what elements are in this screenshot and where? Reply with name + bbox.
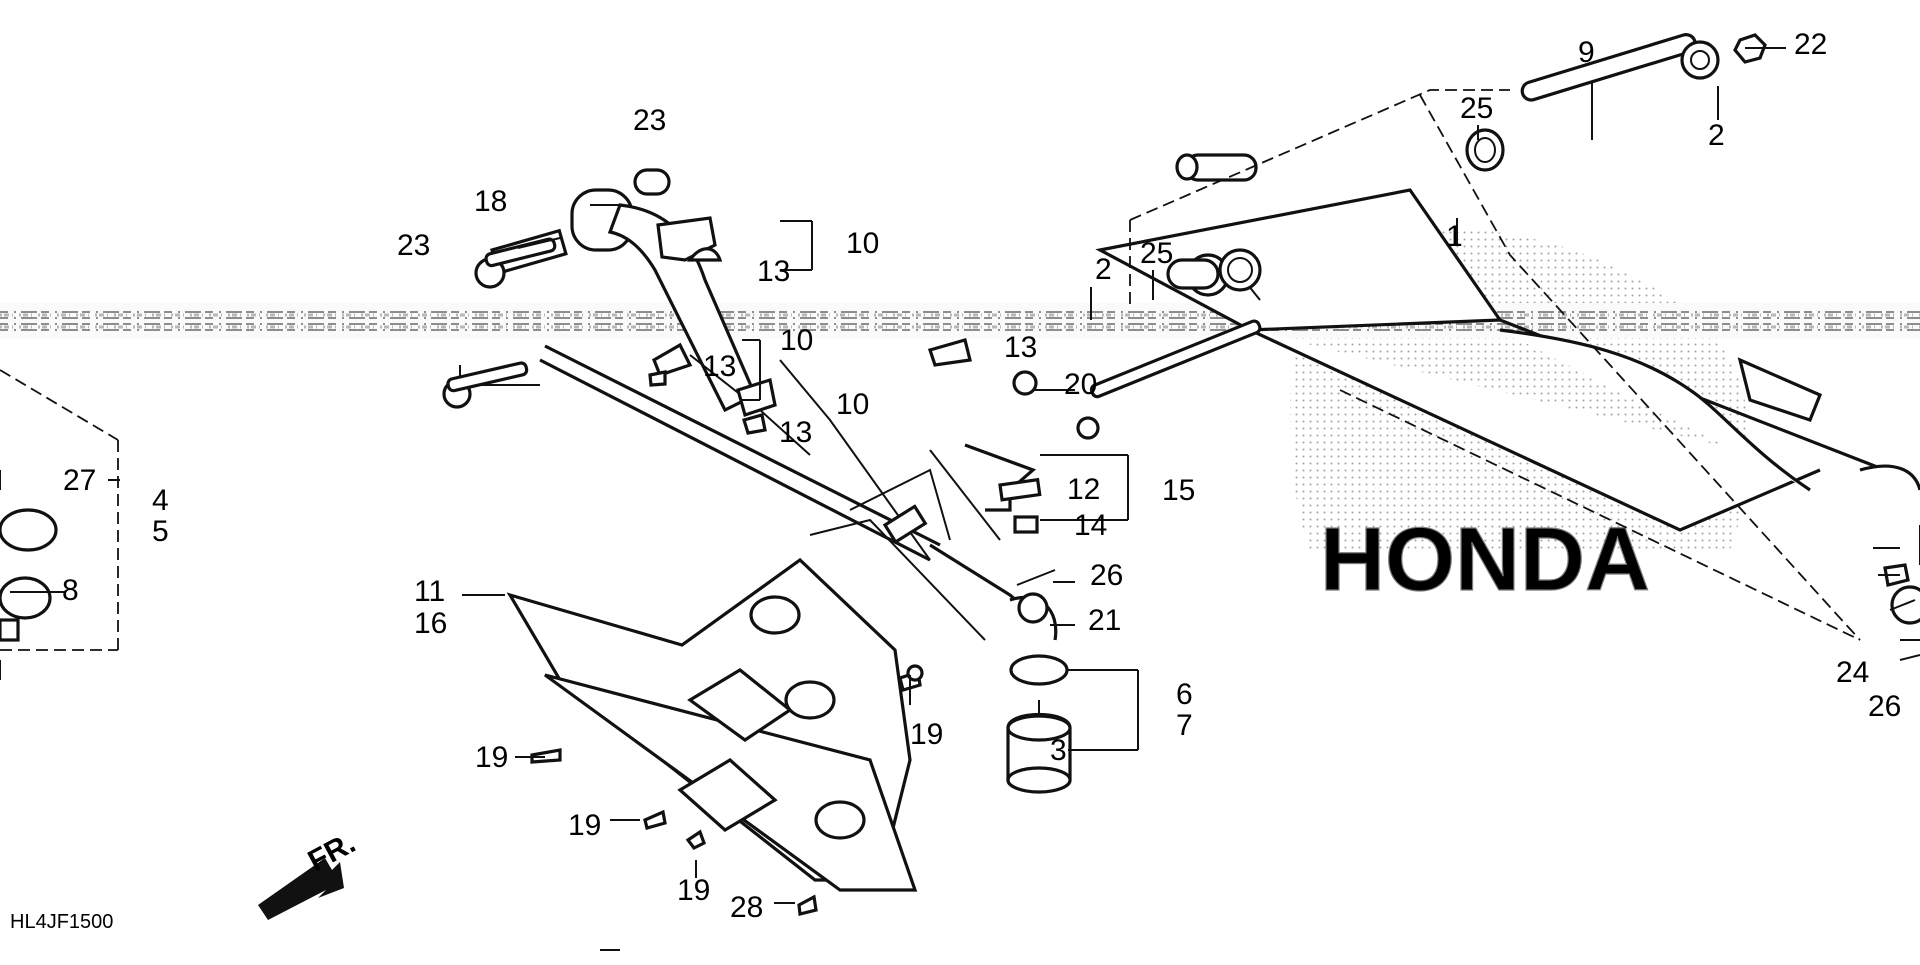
callout-23b: 23 [633,104,666,137]
front-direction-indicator: FR. [258,826,361,920]
callout-13d: 13 [1004,331,1037,364]
callout-26a: 26 [1090,559,1123,592]
callout-1: 1 [1446,220,1463,253]
callout-7: 7 [1176,709,1193,742]
callout-10a: 10 [846,227,879,260]
callout-23a: 23 [397,229,430,262]
callout-13b: 13 [703,350,736,383]
callout-10c: 10 [836,388,869,421]
callout-2a: 2 [1095,253,1112,286]
callout-20: 20 [1064,368,1097,401]
dashed-guides [0,89,1861,651]
callout-labels: 1 2 2 3 4 5 6 7 8 9 10 10 10 11 12 13 13… [10,28,1901,933]
diagram-code: HL4JF1500 [10,911,113,933]
callout-9: 9 [1578,36,1595,69]
callout-19a: 19 [475,741,508,774]
scan-distortion-band [0,303,1920,338]
callout-15: 15 [1162,474,1195,507]
callout-26b: 26 [1868,690,1901,723]
callout-5: 5 [152,515,169,548]
callout-6: 6 [1176,678,1193,711]
callout-28: 28 [730,891,763,924]
callout-21: 21 [1088,604,1121,637]
callout-3: 3 [1050,734,1067,767]
hardware-items [446,33,1916,951]
callout-24: 24 [1836,656,1869,689]
leader-lines [10,47,1900,904]
callout-4: 4 [152,484,169,517]
callout-13c: 13 [779,416,812,449]
callout-19d: 19 [910,718,943,751]
lower-arm-skid-assembly [506,354,1001,892]
callout-22: 22 [1794,28,1827,61]
callout-14: 14 [1074,509,1107,542]
left-partial-assembly [0,470,58,680]
callout-12: 12 [1067,473,1100,506]
watermark-text: HONDA [1320,510,1650,610]
callout-16: 16 [414,607,447,640]
callout-19c: 19 [677,874,710,907]
callout-19b: 19 [568,809,601,842]
callout-11: 11 [414,575,445,608]
callout-8: 8 [62,574,79,607]
callout-2b: 2 [1708,119,1725,152]
callout-10b: 10 [780,324,813,357]
callout-18: 18 [474,185,507,218]
callout-25a: 25 [1140,237,1173,270]
callout-25b: 25 [1460,92,1493,125]
callout-13a: 13 [757,255,790,288]
callout-27: 27 [63,464,96,497]
